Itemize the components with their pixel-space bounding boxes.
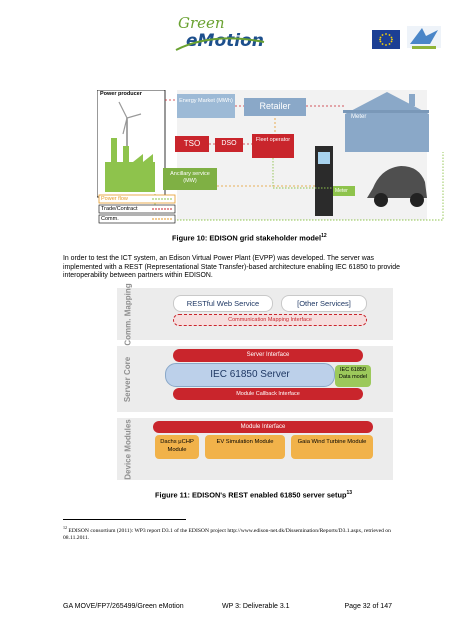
footnote: 12 EDISON consortium (2011): WP3 report … [63,524,393,542]
gaia-wind-turbine-module-box: Gaia Wind Turbine Module [291,435,373,459]
restful-web-service-box: RESTful Web Service [173,295,273,312]
iec-61850-data-model-box: IEC 61850 Data model [335,365,371,387]
footnote-divider [63,519,186,520]
dachs-module-box: Dachs μCHP Module [155,435,199,459]
logo-text-green: Green [178,14,225,32]
ev-simulation-module-box: EV Simulation Module [205,435,285,459]
ancillary-service-label: Ancillary service (MW) [170,171,210,184]
figure-11-caption-text: Figure 11: EDISON's REST enabled 61850 s… [155,490,347,500]
figure-11-caption: Figure 11: EDISON's REST enabled 61850 s… [155,490,352,499]
server-interface-box: Server Interface [173,349,363,362]
figure-10-caption-sup: 12 [321,233,327,239]
communication-mapping-interface-box: Communication Mapping Interface [173,314,367,326]
tso-label: TSO [183,139,201,148]
figure-11-caption-sup: 13 [346,490,353,496]
power-producer-label: Power producer [100,91,142,97]
figure-10-graphics [97,90,444,224]
module-interface-box: Module Interface [153,421,373,433]
fleet-operator-label: Fleet operator [255,137,291,143]
energy-market-label: Energy Market (MWh) [179,98,233,104]
iec-61850-server-box: IEC 61850 Server [165,363,335,387]
footnote-number: 12 [63,525,67,530]
footer-page-number: Page 32 of 147 [344,603,393,610]
footnote-text: EDISON consortium (2011): WP3 report D3.… [63,527,391,541]
fp7-logo-icon [407,26,441,49]
module-callback-interface-box: Module Callback Interface [173,388,363,400]
retailer-label: Retailer [259,101,291,111]
legend-trade-contract: Trade/Contract [101,206,138,212]
section-core-label: Server Core [123,356,133,402]
figure-10-caption-text: Figure 10: EDISON grid stakeholder model [172,233,322,243]
section-comm-label-wrap: Comm. Mapping [117,283,139,345]
logo-text-emotion: eMotion [186,31,264,51]
logo-swoosh-icon [175,37,265,51]
meter-mid-label: Meter [335,188,348,194]
dso-label: DSO [221,140,237,147]
section-device-label-wrap: Device Modules [117,418,139,480]
legend-power-flow: Power flow [101,196,128,202]
footer-middle: WP 3: Deliverable 3.1 [222,603,290,610]
legend-comm: Comm. [101,216,119,222]
body-paragraph: In order to test the ICT system, an Edis… [63,255,400,280]
section-device-label: Device Modules [123,418,133,480]
meter-top-label: Meter [351,114,367,120]
figure-10-diagram: Power producer Energy Market (MWh) Retai… [97,90,452,225]
figure-10-caption: Figure 10: EDISON grid stakeholder model… [172,233,327,242]
figure-11-diagram: Comm. Mapping RESTful Web Service [Other… [117,283,393,480]
eu-flag-icon [372,30,400,49]
other-services-box: [Other Services] [281,295,367,312]
section-core-label-wrap: Server Core [117,348,139,410]
footer-left: GA MOVE/FP7/265499/Green eMotion [63,603,184,610]
section-comm-label: Comm. Mapping [123,282,133,346]
